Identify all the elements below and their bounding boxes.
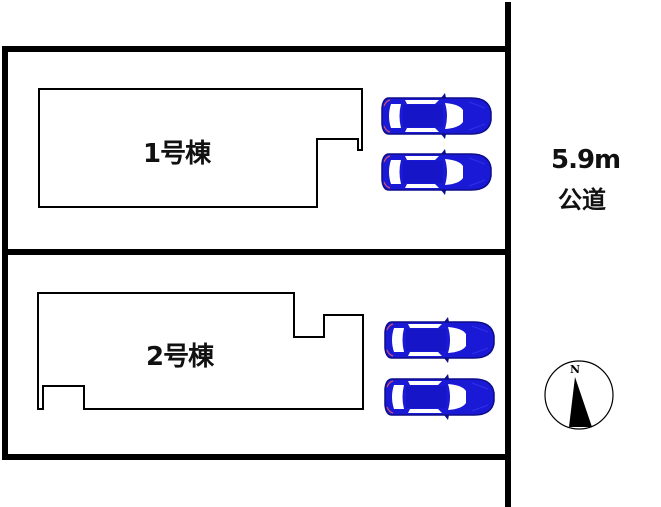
road-type-label: 公道 bbox=[558, 186, 606, 214]
building-1-label: 1号棟 bbox=[143, 139, 211, 169]
car-icon bbox=[381, 148, 492, 196]
lot-2 bbox=[2, 252, 508, 460]
building-2-outline bbox=[37, 292, 364, 410]
car-icon bbox=[381, 92, 492, 140]
building-1-outline bbox=[38, 88, 363, 208]
lot-1 bbox=[2, 46, 508, 256]
svg-text:N: N bbox=[570, 363, 580, 376]
car-icon bbox=[384, 316, 495, 364]
building-2-label: 2号棟 bbox=[146, 342, 214, 372]
car-icon bbox=[384, 373, 495, 421]
road-width-label: 5.9m bbox=[551, 145, 621, 175]
north-arrow-icon: N bbox=[544, 360, 614, 430]
